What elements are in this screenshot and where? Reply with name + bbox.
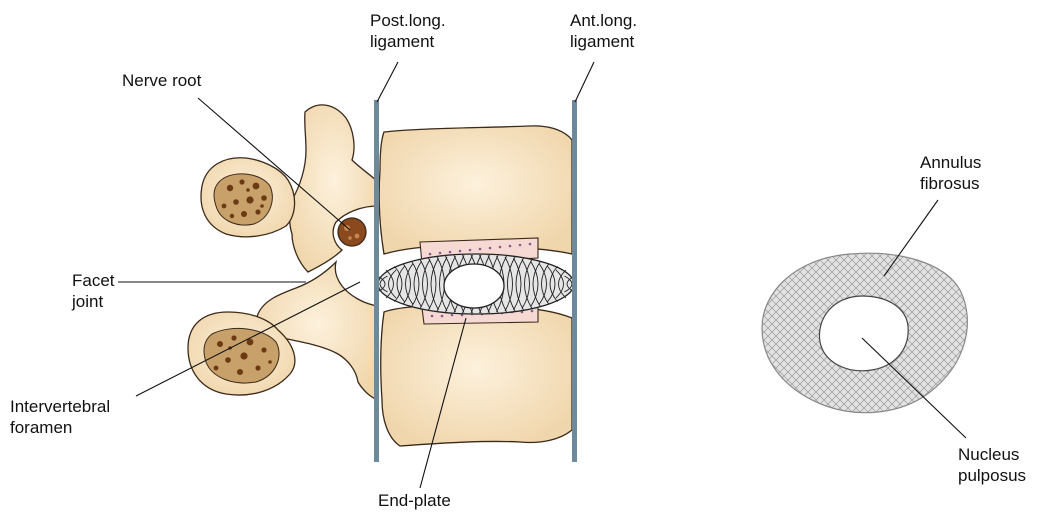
post-long-ligament-line2: ligament <box>370 31 446 52</box>
nerve-root-label: Nerve root <box>122 70 201 91</box>
nerve-root-shape <box>338 218 366 246</box>
nucleus-pulposus-shape <box>819 296 908 371</box>
leader-post-long-ligament <box>377 62 398 102</box>
ant-long-ligament-line1: Ant.long. <box>570 10 637 31</box>
nucleus-pulposus-side <box>444 264 504 308</box>
anterior-longitudinal-ligament <box>572 100 577 462</box>
post-long-ligament-line1: Post.long. <box>370 10 446 31</box>
nucleus-pulposus-line1: Nucleus <box>958 444 1026 465</box>
posterior-longitudinal-ligament <box>374 100 379 462</box>
post-long-ligament-label: Post.long. ligament <box>370 10 446 52</box>
facet-joint-line1: Facet <box>72 270 115 291</box>
ant-long-ligament-line2: ligament <box>570 31 637 52</box>
facet-joint-line2: joint <box>72 291 115 312</box>
intervertebral-foramen-label: Intervertebral foramen <box>10 396 110 438</box>
end-plate-label: End-plate <box>378 490 451 511</box>
ant-long-ligament-label: Ant.long. ligament <box>570 10 637 52</box>
intervertebral-foramen-line2: foramen <box>10 417 110 438</box>
annulus-fibrosus-line2: fibrosus <box>920 173 981 194</box>
intervertebral-foramen-line1: Intervertebral <box>10 396 110 417</box>
facet-joint-label: Facet joint <box>72 270 115 312</box>
nucleus-pulposus-line2: pulposus <box>958 465 1026 486</box>
nucleus-pulposus-label: Nucleus pulposus <box>958 444 1026 486</box>
annulus-fibrosus-label: Annulus fibrosus <box>920 152 981 194</box>
lower-vertebral-body <box>381 305 572 446</box>
annulus-fibrosus-line1: Annulus <box>920 152 981 173</box>
upper-vertebral-body <box>379 126 572 254</box>
leader-ant-long-ligament <box>575 62 594 102</box>
